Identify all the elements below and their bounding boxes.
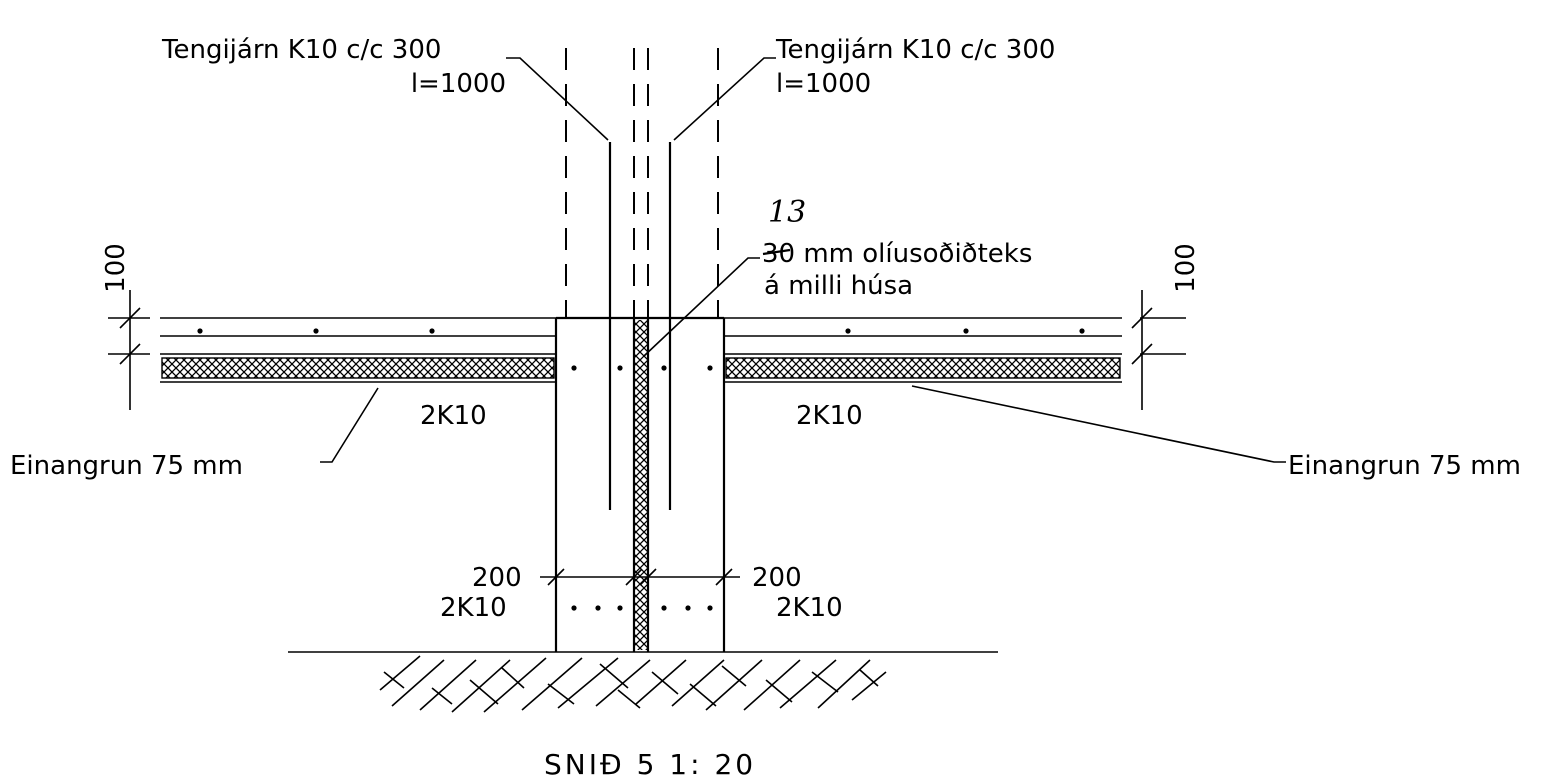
foundation-walls (554, 316, 726, 652)
slab-rebar-dot (845, 328, 851, 334)
dimension-slab-left (108, 290, 150, 410)
slab-rebar-dot (313, 328, 319, 334)
dim-slab-right-label: 100 (1171, 243, 1201, 293)
slab-rebar-left-label: 2K10 (420, 401, 487, 431)
floor-slab-left (160, 317, 556, 383)
slab-rebar-right-label: 2K10 (796, 401, 863, 431)
insulation-left-fill (161, 357, 555, 379)
slab-rebar-dot (197, 328, 203, 334)
insulation-left-label: Einangrun 75 mm (10, 451, 243, 481)
joint-label-line2: á milli húsa (764, 271, 913, 301)
rebar-right-label-line1: Tengijárn K10 c/c 300 (775, 35, 1055, 65)
leader-lines (320, 57, 1286, 463)
dashed-wall-outline (565, 48, 719, 318)
dimension-wall (540, 568, 740, 586)
slab-rebar-dot (429, 328, 435, 334)
ground (288, 651, 998, 713)
dim-wall-right-label: 200 (752, 563, 802, 593)
rebar-left-label-line1: Tengijárn K10 c/c 300 (161, 35, 441, 65)
note-strike (762, 248, 791, 256)
slab-rebar-dot (963, 328, 969, 334)
dim-wall-left-label: 200 (472, 563, 522, 593)
joint-label-line1: 30 mm olíusoðiðteks (762, 239, 1032, 269)
expansion-joint-fill (635, 320, 647, 650)
rebar-right-label-line2: l=1000 (776, 69, 871, 99)
insulation-right-label: Einangrun 75 mm (1288, 451, 1521, 481)
dimension-slab-right (1131, 290, 1186, 410)
rebar-left-label-line2: l=1000 (411, 69, 506, 99)
floor-slab-right (724, 317, 1122, 383)
footing-rebar-left-label: 2K10 (440, 593, 507, 623)
section-title: SNIÐ 5 1: 20 (544, 748, 756, 776)
insulation-right-fill (725, 357, 1121, 379)
slab-rebar-dot (1079, 328, 1085, 334)
footing-rebar-right-label: 2K10 (776, 593, 843, 623)
vertical-rebar (608, 142, 672, 510)
handwritten-note: 13 (768, 195, 806, 230)
dim-slab-left-label: 100 (101, 243, 131, 293)
soil-hatch (379, 655, 887, 713)
